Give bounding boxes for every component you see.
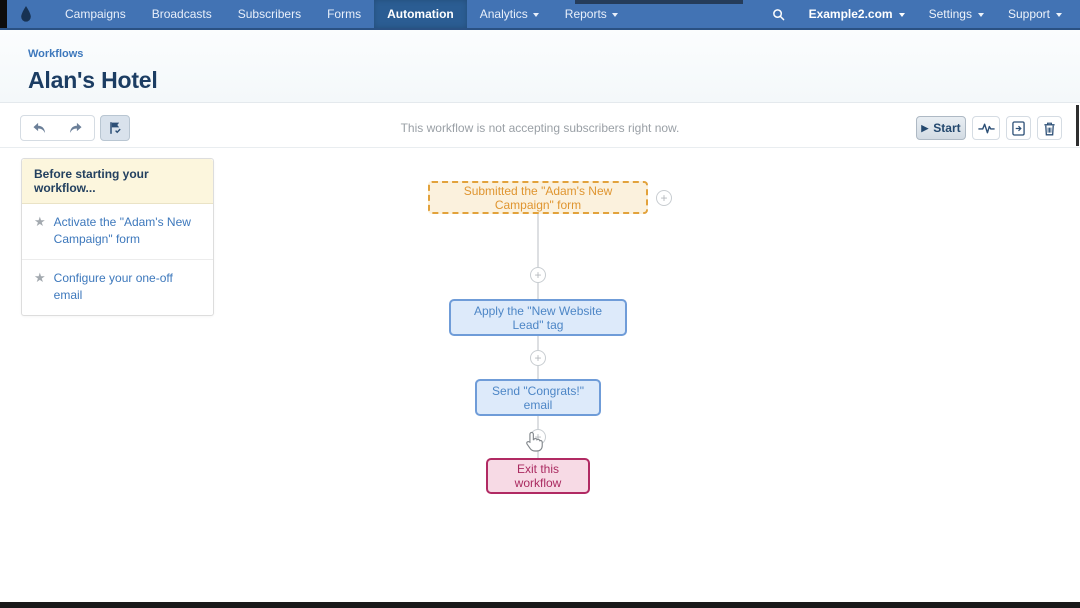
trash-icon: [1043, 121, 1056, 136]
nav-item-label: Subscribers: [237, 7, 302, 21]
star-icon: ★: [34, 269, 46, 285]
chevron-down-icon: [1056, 12, 1062, 17]
nav-item-label: Analytics: [479, 7, 528, 21]
workflow-toolbar: [0, 103, 1080, 148]
page-header: Workflows Alan's Hotel: [0, 30, 1080, 103]
frame-artifact-bottom: [0, 602, 1080, 608]
start-button[interactable]: ▶ Start: [916, 116, 966, 140]
nav-item-analytics[interactable]: Analytics: [467, 0, 552, 28]
before-starting-checklist: Before starting your workflow... ★ Activ…: [21, 158, 214, 316]
checklist-item-label: Activate the "Adam's New Campaign" form: [53, 215, 191, 247]
workflow-status-message: This workflow is not accepting subscribe…: [400, 121, 680, 135]
flag-check-icon: [108, 121, 122, 135]
workflow-node-apply-tag[interactable]: Apply the "New Website Lead" tag: [449, 299, 627, 336]
nav-item-reports[interactable]: Reports: [552, 0, 631, 28]
undo-arrow-icon: [32, 122, 47, 135]
goal-flag-button[interactable]: [100, 115, 130, 141]
chevron-down-icon: [898, 12, 905, 17]
nav-item-label: Forms: [327, 7, 362, 21]
pulse-icon: [977, 122, 995, 134]
add-step-button[interactable]: +: [530, 350, 546, 366]
start-label: Start: [933, 121, 961, 135]
document-export-icon: [1012, 120, 1025, 136]
support-menu[interactable]: Support: [1008, 7, 1062, 21]
page-title: Alan's Hotel: [28, 67, 158, 93]
nav-item-label: Reports: [564, 7, 607, 21]
top-nav: Campaigns Broadcasts Subscribers Forms A…: [0, 0, 1080, 30]
workflow-node-send-email[interactable]: Send "Congrats!" email: [475, 379, 601, 416]
nav-item-label: Campaigns: [65, 7, 126, 21]
settings-menu[interactable]: Settings: [929, 7, 984, 21]
play-icon: ▶: [921, 122, 929, 133]
nav-item-label: Broadcasts: [151, 7, 212, 21]
search-icon[interactable]: [772, 8, 785, 21]
workflow-connector-line: [537, 214, 539, 458]
nav-item-automation[interactable]: Automation: [374, 0, 467, 28]
export-button[interactable]: [1006, 116, 1031, 140]
chevron-down-icon: [977, 12, 984, 17]
redo-arrow-icon: [68, 122, 83, 135]
add-step-button[interactable]: +: [530, 267, 546, 283]
checklist-item-label: Configure your one-off email: [53, 270, 173, 303]
breadcrumb[interactable]: Workflows: [28, 48, 84, 60]
nav-item-campaigns[interactable]: Campaigns: [52, 0, 139, 28]
nav-right-group: Example2.com Settings Support: [772, 0, 1080, 28]
account-label: Example2.com: [808, 7, 893, 21]
nav-item-subscribers[interactable]: Subscribers: [225, 0, 314, 28]
checklist-item-activate-form[interactable]: ★ Activate the "Adam's New Campaign" for…: [22, 204, 213, 260]
workflow-node-exit[interactable]: Exit this workflow: [486, 458, 590, 494]
chevron-down-icon: [611, 12, 618, 17]
workflow-node-trigger[interactable]: Submitted the "Adam's New Campaign" form: [428, 181, 648, 214]
nav-item-label: Automation: [387, 7, 454, 21]
activity-button[interactable]: [972, 116, 1000, 140]
mouse-cursor: [524, 431, 545, 454]
nav-item-forms[interactable]: Forms: [314, 0, 374, 28]
delete-button[interactable]: [1037, 116, 1062, 140]
star-icon: ★: [34, 214, 46, 229]
add-trigger-button[interactable]: +: [656, 190, 672, 206]
checklist-item-configure-email[interactable]: ★ Configure your one-off email: [22, 260, 213, 315]
chevron-down-icon: [532, 12, 539, 17]
checklist-title: Before starting your workflow...: [22, 159, 213, 204]
redo-button[interactable]: [57, 115, 95, 141]
drip-logo[interactable]: [0, 0, 52, 28]
settings-label: Settings: [928, 7, 972, 21]
droplet-icon: [19, 5, 33, 23]
undo-button[interactable]: [20, 115, 58, 141]
account-menu[interactable]: Example2.com: [809, 7, 905, 21]
nav-item-broadcasts[interactable]: Broadcasts: [139, 0, 225, 28]
support-label: Support: [1007, 7, 1050, 21]
